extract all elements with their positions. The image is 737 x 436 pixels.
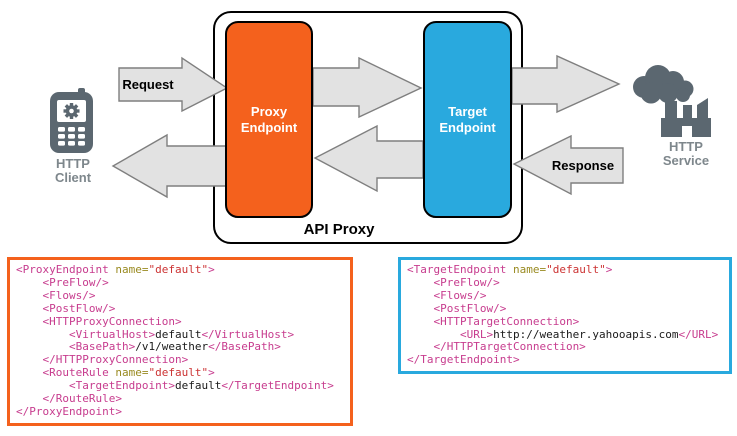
proxy-endpoint-label-line2: Endpoint xyxy=(240,119,298,135)
response-label: Response xyxy=(551,158,615,173)
http-client-phone-icon xyxy=(50,88,93,153)
target-endpoint-label-line2: Endpoint xyxy=(439,119,496,135)
http-client-label-line2: Client xyxy=(54,170,92,185)
proxy-endpoint-box: Proxy Endpoint xyxy=(225,21,313,218)
target-endpoint-label-line1: Target xyxy=(448,103,487,119)
factory-building xyxy=(661,98,711,137)
smoke-cloud-icon xyxy=(633,65,694,104)
http-service-label: HTTP Service xyxy=(648,140,724,168)
proxy-endpoint-code-block: <ProxyEndpoint name="default"> <PreFlow/… xyxy=(7,257,353,426)
api-proxy-label: API Proxy xyxy=(303,221,375,238)
http-service-label-line2: Service xyxy=(662,153,710,168)
target-endpoint-code-block: <TargetEndpoint name="default"> <PreFlow… xyxy=(398,257,732,375)
gear-icon xyxy=(63,103,80,119)
http-client-label-line1: HTTP xyxy=(56,156,90,171)
request-label: Request xyxy=(122,77,174,92)
phone-keypad xyxy=(58,127,85,146)
proxy-endpoint-label-line1: Proxy xyxy=(250,103,288,119)
target-endpoint-box: Target Endpoint xyxy=(423,21,512,218)
http-client-label: HTTP Client xyxy=(40,157,106,185)
target-to-service-arrow xyxy=(511,54,621,114)
http-service-factory-icon xyxy=(633,65,711,137)
http-service-label-line1: HTTP xyxy=(669,139,703,154)
